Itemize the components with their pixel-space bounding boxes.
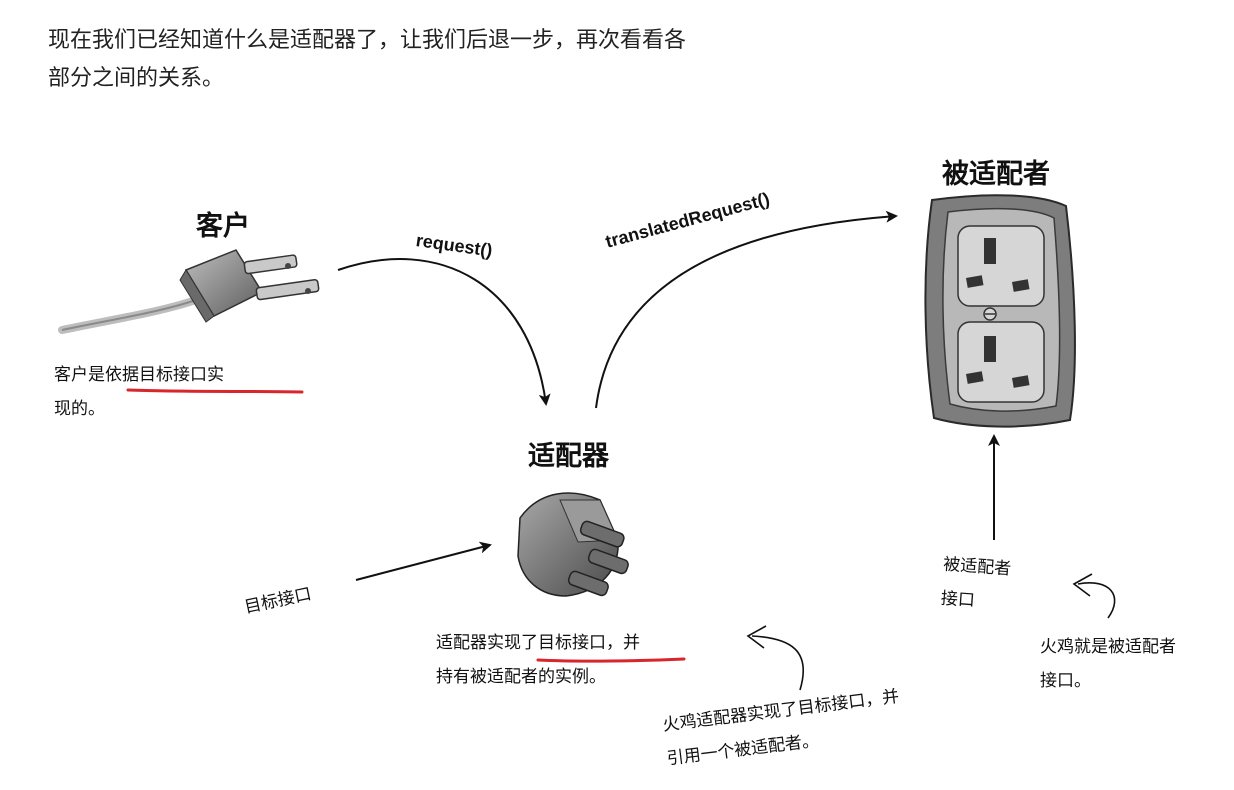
intro-line-2: 部分之间的关系。 [48, 66, 225, 91]
adaptee-interface-line-2: 接口 [940, 588, 976, 611]
turkey-adaptee-note: 火鸡就是被适配者 接口。 [1040, 630, 1176, 698]
adapter-note-line-1: 适配器实现了目标接口，并 [436, 633, 640, 653]
intro-line-1: 现在我们已经知道什么是适配器了，让我们后退一步，再次看看各 [48, 28, 687, 53]
target-interface-arrow [355, 541, 492, 581]
turkey-adapter-pointer [746, 625, 805, 691]
intro-paragraph: 现在我们已经知道什么是适配器了，让我们后退一步，再次看看各 部分之间的关系。 [48, 22, 848, 98]
client-note-line-2: 现的。 [54, 399, 105, 419]
turkey-adaptee-line-2: 接口。 [1040, 671, 1091, 691]
adapter-note-underline [536, 657, 686, 663]
translated-request-arrow [595, 210, 898, 409]
adaptee-outlet-icon [924, 194, 1076, 428]
client-note: 客户是依据目标接口实 现的。 [54, 358, 224, 426]
client-label: 客户 [196, 211, 250, 242]
adapter-plug-icon [517, 492, 629, 597]
adaptee-label: 被适配者 [942, 159, 1050, 190]
adaptee-interface-note: 被适配者 接口 [940, 548, 1013, 621]
adapter-note: 适配器实现了目标接口，并 持有被适配者的实例。 [436, 626, 640, 694]
client-plug-icon [58, 249, 320, 334]
client-note-underline [126, 388, 304, 394]
turkey-adaptee-line-1: 火鸡就是被适配者 [1040, 637, 1176, 657]
adapter-label: 适配器 [528, 441, 609, 472]
request-arrow [337, 258, 551, 406]
adaptee-interface-line-1: 被适配者 [942, 554, 1012, 580]
adapter-note-line-2: 持有被适配者的实例。 [436, 667, 606, 687]
turkey-adaptee-pointer [1072, 573, 1116, 619]
client-note-line-1: 客户是依据目标接口实 [54, 365, 224, 385]
